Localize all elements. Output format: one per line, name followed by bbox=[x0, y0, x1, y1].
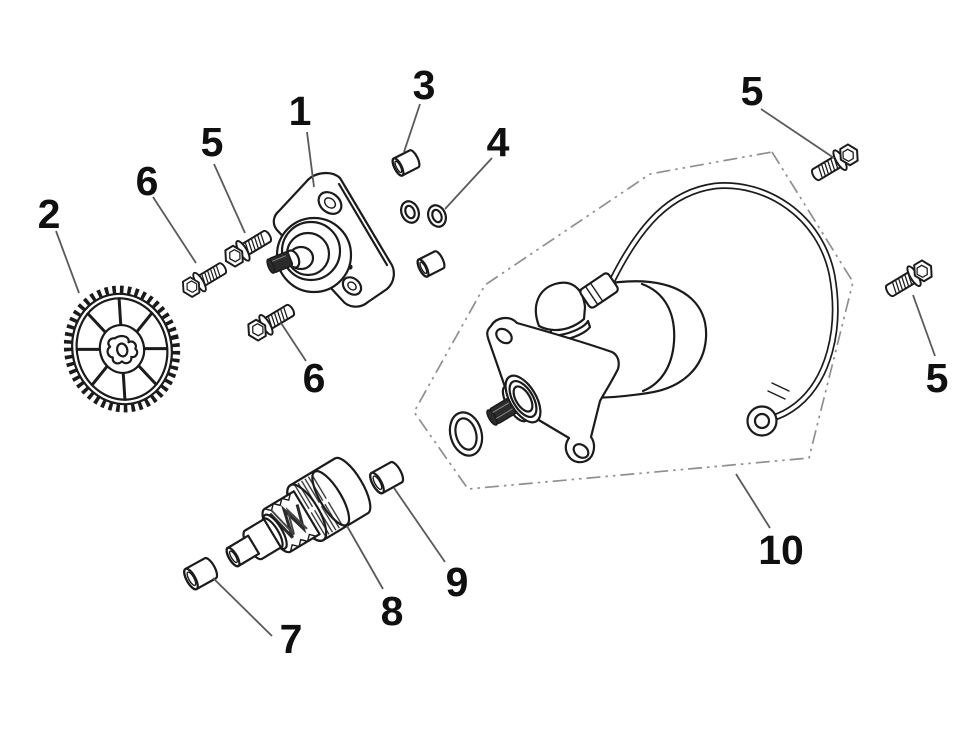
sprocket-center-hole bbox=[106, 334, 139, 365]
dowel-pin-top bbox=[389, 147, 423, 179]
leader-4 bbox=[444, 157, 493, 210]
cable-crimp-marks bbox=[767, 382, 790, 400]
bushing-right bbox=[366, 459, 407, 497]
callout-7: 7 bbox=[280, 616, 303, 662]
pump-bolt-hole-bottom bbox=[341, 276, 363, 296]
callout-2: 2 bbox=[38, 191, 61, 237]
flange-bolt-5-right bbox=[880, 255, 938, 303]
sprocket-hub bbox=[98, 324, 146, 374]
assembly-boundary-outline bbox=[412, 151, 854, 490]
callout-5-right: 5 bbox=[926, 355, 949, 401]
leader-2 bbox=[55, 230, 80, 294]
dowel-pin-bottom bbox=[414, 248, 448, 280]
callout-9: 9 bbox=[446, 559, 469, 605]
callout-6-lower: 6 bbox=[303, 355, 326, 401]
starter-motor-assembly bbox=[448, 182, 839, 464]
callout-5-upper-left: 5 bbox=[201, 119, 224, 165]
leader-5a bbox=[213, 163, 246, 234]
leader-5c bbox=[912, 294, 936, 357]
pump-assembly bbox=[266, 172, 395, 308]
starter-drive-gear bbox=[225, 456, 372, 568]
callout-6-upper: 6 bbox=[136, 158, 159, 204]
leader-10 bbox=[735, 473, 771, 529]
leader-7 bbox=[212, 577, 273, 637]
leader-8 bbox=[346, 525, 384, 590]
callout-labels: 1 2 3 4 5 5 5 6 6 7 8 9 10 bbox=[38, 62, 949, 662]
leader-1 bbox=[306, 131, 315, 188]
callout-10: 10 bbox=[758, 527, 804, 573]
callout-8: 8 bbox=[381, 588, 404, 634]
leader-5b bbox=[760, 108, 835, 159]
sprocket-teeth bbox=[63, 285, 181, 413]
drive-spring bbox=[268, 504, 307, 539]
o-ring-left bbox=[396, 197, 424, 227]
leader-6a bbox=[152, 196, 197, 264]
bushing-left bbox=[180, 555, 221, 593]
leader-6b bbox=[280, 322, 307, 362]
flange-bolt-5-top-right bbox=[806, 139, 864, 187]
motor-gasket-o-ring bbox=[448, 411, 484, 457]
cable-ring-terminal bbox=[746, 405, 778, 437]
driven-sprocket bbox=[63, 285, 181, 413]
pump-shaft-key bbox=[266, 251, 294, 274]
leader-3 bbox=[403, 103, 421, 153]
leader-lines bbox=[55, 103, 936, 637]
callout-3: 3 bbox=[413, 62, 436, 108]
motor-shaft-bearing bbox=[486, 374, 542, 426]
flange-bolt-6-upper bbox=[177, 256, 232, 302]
callout-4: 4 bbox=[487, 119, 510, 165]
leader-9 bbox=[393, 487, 446, 563]
pump-bolt-hole-top bbox=[317, 191, 343, 215]
cable-sleeve bbox=[579, 272, 619, 309]
o-ring-right bbox=[423, 201, 451, 231]
callout-1: 1 bbox=[289, 88, 312, 134]
sprocket-spokes bbox=[75, 297, 169, 401]
callout-5-top-right: 5 bbox=[741, 68, 764, 114]
bracket-ear-hole-bottom bbox=[572, 443, 590, 459]
motor-end-cap-seam bbox=[640, 282, 676, 393]
bracket-ear-hole-top bbox=[495, 327, 513, 345]
